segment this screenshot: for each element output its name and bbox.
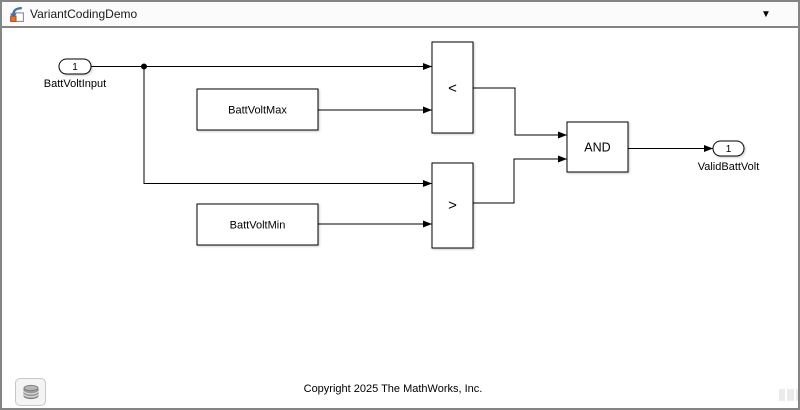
copyright-annotation[interactable]: Copyright 2025 The MathWorks, Inc. [304, 383, 483, 395]
outport-label[interactable]: ValidBattVolt [698, 161, 760, 173]
battvoltmin-label: BattVoltMin [230, 220, 286, 232]
database-icon [22, 384, 39, 399]
block-diagram: 1 BattVoltInput BattVoltMax BattVoltMin … [44, 41, 798, 401]
title-bar: VariantCodingDemo ▼ [2, 2, 798, 28]
data-browser-toggle-button[interactable] [15, 378, 46, 406]
titlebar-dropdown-button[interactable]: ▼ [754, 6, 778, 24]
outport-block[interactable]: 1 [712, 140, 745, 157]
wire-inport-branch-to-gt[interactable] [143, 66, 432, 187]
wire-lt-to-and[interactable] [473, 87, 567, 139]
model-title: VariantCodingDemo [30, 7, 138, 21]
and-block[interactable]: AND [566, 121, 629, 173]
outport-number: 1 [726, 144, 732, 155]
wire-gt-to-and[interactable] [473, 155, 567, 204]
inport-block[interactable]: 1 [58, 58, 92, 75]
greater-than-block[interactable]: > [431, 162, 474, 249]
scrollbar-corner-fragment [787, 389, 794, 401]
chevron-down-icon: ▼ [761, 9, 771, 20]
simulink-model-icon [10, 6, 24, 22]
and-operator: AND [584, 141, 610, 155]
inport-label[interactable]: BattVoltInput [44, 78, 106, 90]
less-than-block[interactable]: < [431, 41, 474, 134]
wire-branch-point[interactable] [141, 63, 147, 70]
scrollbar-corner-fragment [779, 389, 785, 401]
scrollbar-corner-fragment [796, 389, 798, 401]
battvoltmin-block[interactable]: BattVoltMin [196, 203, 319, 246]
less-than-operator: < [448, 80, 457, 97]
battvoltmax-block[interactable]: BattVoltMax [196, 88, 319, 131]
inport-number: 1 [72, 62, 78, 73]
diagram-canvas[interactable]: 1 BattVoltInput BattVoltMax BattVoltMin … [4, 30, 798, 408]
battvoltmax-label: BattVoltMax [228, 105, 287, 117]
greater-than-operator: > [448, 197, 457, 214]
